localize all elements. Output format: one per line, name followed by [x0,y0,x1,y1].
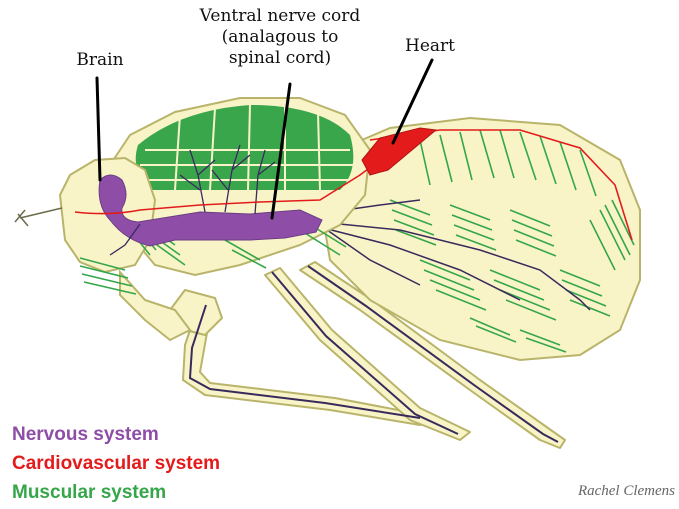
ventral-nerve-cord-label: Ventral nerve cord (analagous to spinal … [185,6,375,69]
antenna [15,208,62,226]
legend-cardiovascular-system: Cardiovascular system [12,453,220,475]
legend-nervous-system: Nervous system [12,424,159,446]
legend-muscular-system: Muscular system [12,482,166,504]
author-credit: Rachel Clemens [578,483,675,500]
brain-label: Brain [60,50,140,71]
heart-label: Heart [395,36,465,57]
